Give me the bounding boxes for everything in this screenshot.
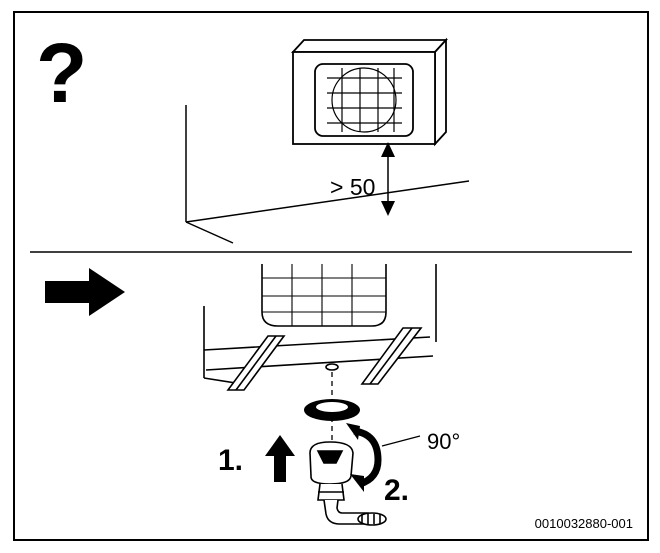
step-1-label: 1.	[218, 444, 243, 477]
bottom-panel: 1. 2. 90° 0010032880-001	[45, 264, 633, 531]
wall-floor-lines	[185, 105, 470, 244]
rotate-arrow-icon	[346, 423, 382, 492]
angle-label: 90°	[427, 429, 460, 454]
gasket-ring	[304, 399, 360, 421]
step-2-label: 2.	[384, 474, 409, 507]
clearance-arrow	[381, 142, 395, 216]
drain-connector	[309, 441, 387, 526]
up-arrow-icon	[265, 435, 295, 482]
right-arrow-icon	[45, 268, 125, 316]
question-mark: ?	[36, 26, 87, 120]
figure-id: 0010032880-001	[535, 516, 633, 531]
clearance-label: > 50	[330, 174, 375, 200]
outdoor-unit	[290, 37, 449, 147]
unit-bottom-view	[203, 264, 437, 391]
angle-leader-line	[381, 435, 421, 447]
fan-grille	[327, 67, 402, 133]
figure-frame	[13, 11, 649, 541]
top-panel: ?	[36, 26, 470, 244]
